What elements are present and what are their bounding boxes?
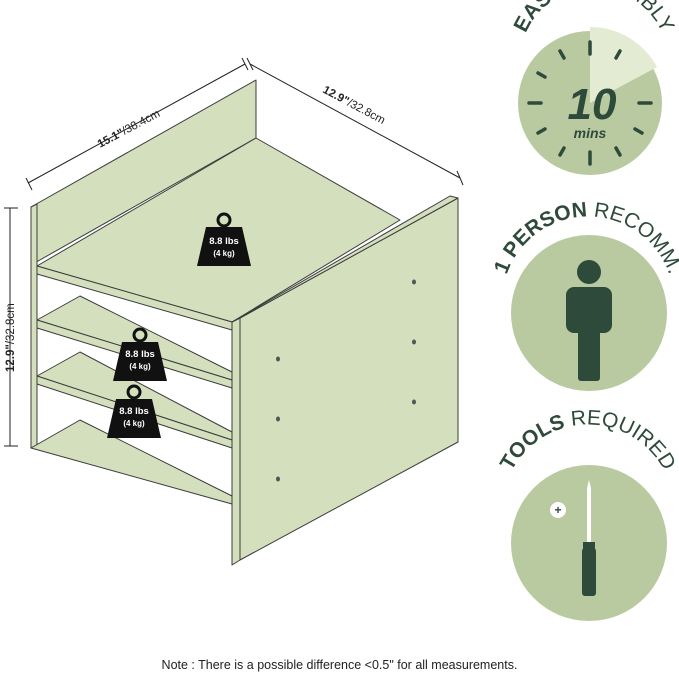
timer-unit: mins: [574, 125, 607, 141]
tools-required-badge: TOOLS REQUIRED +: [496, 406, 679, 621]
svg-text:+: +: [554, 503, 561, 517]
person-icon: [566, 260, 612, 381]
screwdriver-icon: [582, 480, 596, 596]
weight-icon: 8.8 lbs (4 kg): [113, 327, 167, 381]
one-person-badge: 1 PERSON RECOMM.: [490, 198, 679, 391]
depth-metric: /32.8cm: [345, 97, 387, 127]
right-panel-edge: [231, 317, 241, 566]
height-imperial: 12.9": [5, 344, 17, 372]
weight-label-lbs: 8.8 lbs: [125, 349, 155, 360]
timer-icon: 10 mins: [527, 26, 657, 166]
tools-required-label: TOOLS REQUIRED: [496, 406, 679, 474]
dimension-height: 12.9"/32.8cm: [4, 207, 18, 447]
height-metric: /32.8cm: [5, 303, 17, 344]
phillips-bit-icon: +: [550, 502, 566, 518]
weight-label-lbs: 8.8 lbs: [119, 406, 149, 417]
weight-label-kg: (4 kg): [123, 419, 145, 428]
easy-assembly-badge: EASY ASSEMBLY 10 mins: [510, 0, 678, 175]
right-panel-top-edge: [231, 195, 459, 323]
measurement-note: Note : There is a possible difference <0…: [161, 658, 518, 672]
svg-text:12.9"/32.8cm: 12.9"/32.8cm: [5, 303, 17, 372]
timer-number: 10: [568, 80, 617, 129]
width-metric: /38.4cm: [120, 108, 162, 138]
weight-icon: 8.8 lbs (4 kg): [197, 212, 251, 266]
shelf-drawing: [30, 79, 459, 566]
weight-label-kg: (4 kg): [213, 249, 235, 258]
weight-label-lbs: 8.8 lbs: [209, 236, 239, 247]
left-side-panel: [30, 203, 38, 449]
weight-label-kg: (4 kg): [129, 362, 151, 371]
weight-icon: 8.8 lbs (4 kg): [107, 384, 161, 438]
